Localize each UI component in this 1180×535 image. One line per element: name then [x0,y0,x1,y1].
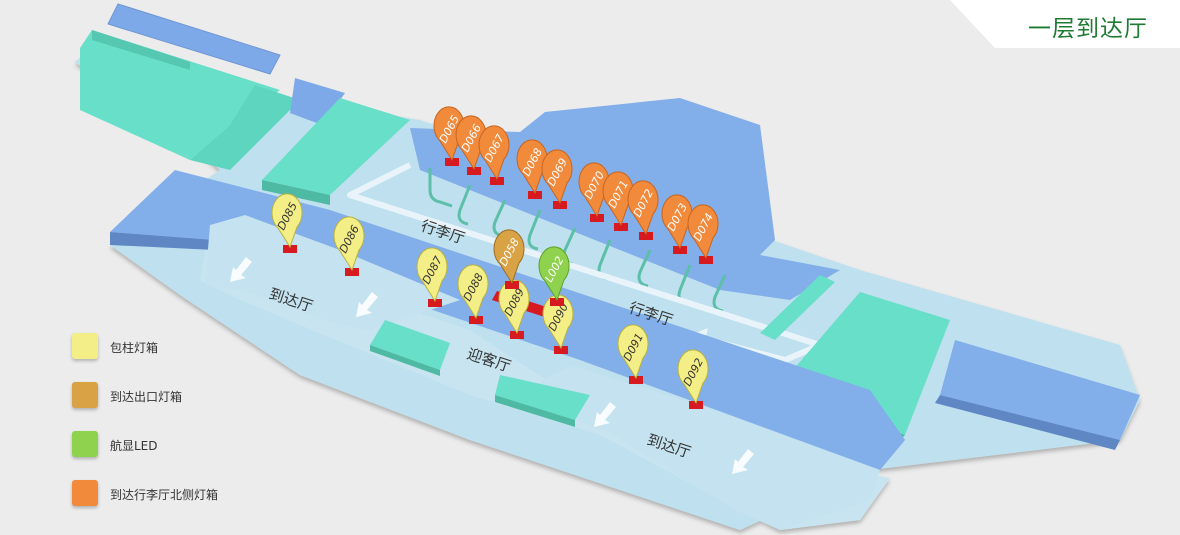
pin-d091[interactable]: D091 [617,324,649,384]
pin-d069[interactable]: D069 [541,149,573,209]
pin-d072[interactable]: D072 [627,180,659,240]
pin-d090[interactable]: D090 [542,294,574,354]
legend-swatch-orange [72,480,98,506]
pin-d086[interactable]: D086 [333,216,365,276]
arrival-floor-right [510,365,880,530]
pin-base-marker [699,256,713,264]
pin-base-marker [673,246,687,254]
wall-top-left [107,3,281,75]
pin-balloon [677,349,709,405]
floor-title: 一层到达厅 [1028,16,1148,42]
pin-d073[interactable]: D073 [661,194,693,254]
pin-base-marker [428,299,442,307]
pin-d089[interactable]: D089 [498,279,530,339]
pin-d087[interactable]: D087 [416,247,448,307]
pin-balloon [627,180,659,236]
pin-balloon [457,264,489,320]
wall-block-small [290,78,345,125]
pin-l002[interactable]: L002 [538,246,570,306]
pin-d058[interactable]: D058 [493,229,525,289]
floor-title-tab: 一层到达厅 [950,0,1180,48]
legend-item-column-lightbox: 包柱灯箱 [72,333,272,363]
legend-item-baggage-north-lightbox: 到达行李厅北侧灯箱 [72,480,272,510]
pin-d085[interactable]: D085 [271,193,303,253]
pin-balloon [478,125,510,181]
legend-label: 到达行李厅北侧灯箱 [110,488,219,502]
pin-base-marker [590,214,604,222]
teal-block-left-bar [80,30,280,160]
pin-d071[interactable]: D071 [602,171,634,231]
pin-d074[interactable]: D074 [687,204,719,264]
pin-d068[interactable]: D068 [516,139,548,199]
arrival-floor-left [205,215,460,330]
pin-base-marker [345,268,359,276]
pin-base-marker [510,331,524,339]
pin-balloon [271,193,303,249]
teal-block-middle [262,98,410,195]
teal-block-l [190,85,300,170]
legend-label: 包柱灯箱 [110,341,159,355]
flow-arrows [230,257,754,474]
teal-block-right-small [760,275,835,340]
teal-block-greeting-2 [495,375,590,420]
pin-base-marker [445,158,459,166]
legend-item-exit-lightbox: 到达出口灯箱 [72,382,272,412]
pin-base-marker [689,401,703,409]
pin-balloon [541,149,573,205]
pin-base-marker [639,232,653,240]
pin-base-marker [528,191,542,199]
pin-base-marker [467,167,481,175]
pin-d092[interactable]: D092 [677,349,709,409]
pin-balloon [493,229,525,285]
pin-base-marker [283,245,297,253]
pin-base-marker [490,177,504,185]
pin-d067[interactable]: D067 [478,125,510,185]
pin-balloon [617,324,649,380]
pin-balloon [538,246,570,302]
pin-base-marker [550,298,564,306]
teal-block-greeting-1 [370,320,450,370]
pin-d088[interactable]: D088 [457,264,489,324]
legend-swatch-green [72,431,98,457]
pin-base-marker [629,376,643,384]
pin-base-marker [469,316,483,324]
legend-swatch-brown [72,382,98,408]
legend-label: 航显LED [110,439,158,453]
pin-d070[interactable]: D070 [578,162,610,222]
legend-swatch-yellow [72,333,98,359]
pin-base-marker [505,281,519,289]
wall-block-right [940,340,1140,440]
legend-label: 到达出口灯箱 [110,390,183,404]
pin-base-marker [614,223,628,231]
pin-balloon [687,204,719,260]
legend-item-flight-led: 航显LED [72,431,272,461]
pin-balloon [416,247,448,303]
pin-base-marker [553,201,567,209]
pin-balloon [333,216,365,272]
pin-base-marker [554,346,568,354]
